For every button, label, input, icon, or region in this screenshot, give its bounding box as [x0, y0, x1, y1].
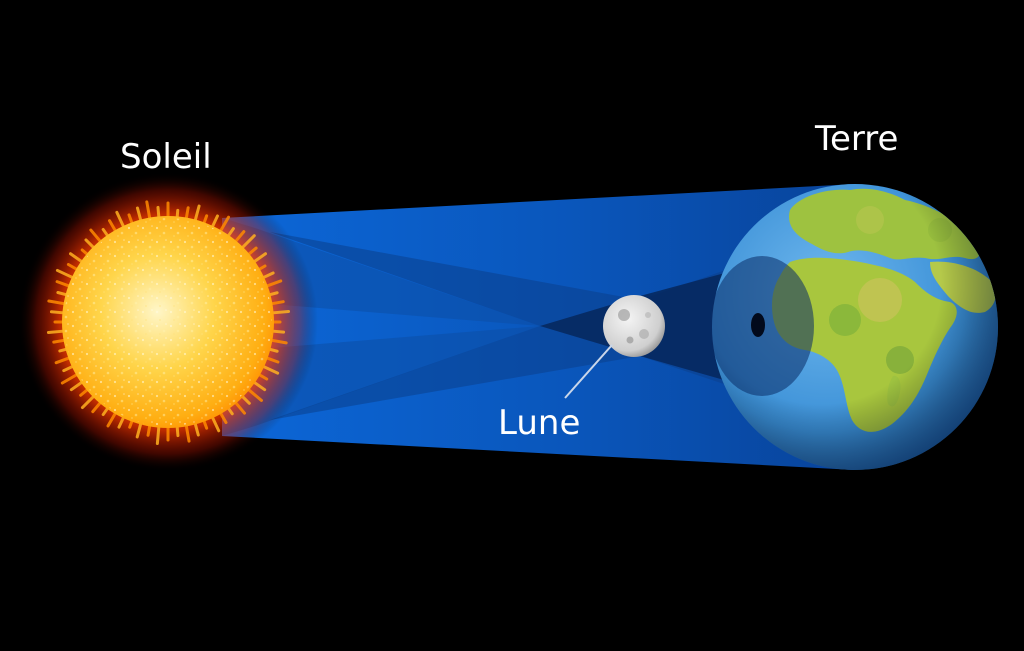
- sun-flare: [210, 414, 221, 433]
- sun-flare: [193, 420, 200, 437]
- sun-flare: [268, 338, 288, 345]
- sun-flare: [246, 387, 263, 402]
- sun-flare: [270, 329, 286, 334]
- sun-texture: [64, 218, 272, 426]
- sun-flare: [260, 364, 280, 375]
- sun-flare: [233, 230, 246, 244]
- sun-flare: [218, 410, 228, 424]
- sun-flare: [155, 424, 161, 446]
- sun-flare: [260, 271, 275, 280]
- sun-flare: [264, 279, 283, 288]
- sun-flare: [233, 400, 246, 415]
- sun-flare: [108, 219, 118, 234]
- sun-flare: [268, 300, 285, 306]
- sun-flare: [218, 215, 230, 234]
- sun-flare: [91, 400, 103, 414]
- sun-flare: [264, 356, 280, 364]
- sun: [18, 172, 318, 472]
- sun-flare: [210, 214, 219, 230]
- earth-label: Terre: [815, 119, 899, 159]
- moon-leader-line: [564, 344, 613, 399]
- sun-flare: [145, 200, 152, 222]
- sun-flare: [135, 206, 143, 224]
- moon-icon: [603, 295, 665, 357]
- sun-flare: [251, 380, 267, 392]
- sun-flare: [60, 372, 80, 385]
- sun-flare: [184, 206, 190, 222]
- sun-flare: [55, 280, 72, 288]
- sun-flare: [54, 356, 72, 365]
- sun-flare: [46, 329, 66, 334]
- sun-flare: [69, 252, 85, 264]
- sun-flares: [46, 200, 291, 446]
- sun-flare: [270, 309, 291, 315]
- sun-flare: [240, 234, 256, 250]
- sun-flare: [55, 268, 76, 280]
- sun-flare: [69, 380, 85, 392]
- moon-label: Lune: [498, 403, 581, 443]
- sun-flare: [115, 210, 126, 230]
- sun-flare: [49, 310, 66, 315]
- sun-flare: [106, 410, 118, 428]
- moon: [603, 295, 665, 357]
- sun-flare: [193, 204, 201, 224]
- sun-flare: [89, 228, 103, 244]
- sun-flare: [251, 252, 267, 264]
- sun-flare: [80, 394, 96, 410]
- sun-flare: [135, 420, 143, 439]
- sun-flare: [117, 414, 126, 429]
- earth: [710, 184, 998, 470]
- sun-flare: [47, 299, 68, 306]
- sun-label: Soleil: [120, 137, 212, 177]
- sun-flare: [84, 238, 96, 250]
- umbra-on-earth: [751, 313, 765, 337]
- sun-flare: [184, 422, 191, 443]
- earth-shading: [712, 184, 998, 470]
